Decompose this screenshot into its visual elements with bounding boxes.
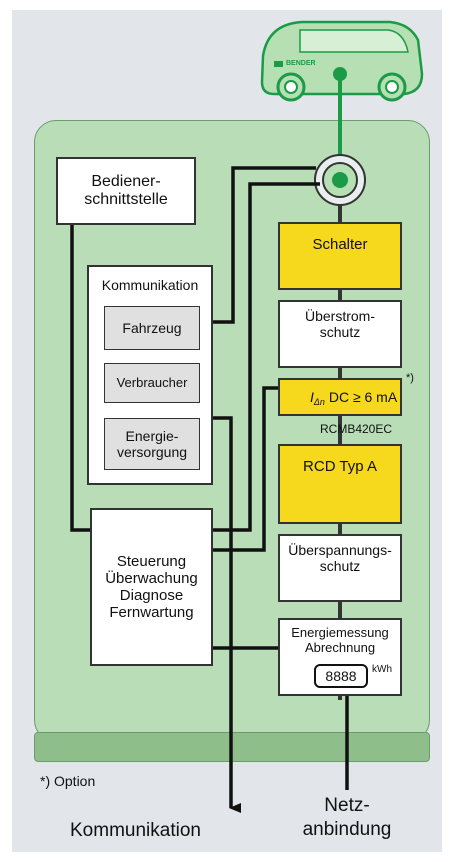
communication-output-label: Kommunikation: [70, 820, 201, 841]
control-line-2: Überwachung: [105, 569, 198, 587]
rcm-footnote-mark: *): [406, 372, 414, 384]
overcurrent-line-2: schutz: [319, 324, 361, 341]
comm-item-label-line-2: versorgung: [116, 444, 188, 460]
switch-box: Schalter: [278, 222, 402, 290]
meter-display: 8888: [314, 664, 368, 688]
control-box: Steuerung Überwachung Diagnose Fernwartu…: [90, 508, 213, 666]
switch-label: Schalter: [312, 236, 368, 253]
grid-connection-label: Netz- anbindung: [300, 794, 394, 842]
option-note: *) Option: [40, 773, 96, 789]
metering-line-2: Abrechnung: [304, 639, 376, 655]
control-line-4: Fernwartung: [109, 604, 194, 622]
user-interface-line-2: schnittstelle: [84, 191, 168, 208]
comm-item-label: Fahrzeug: [122, 319, 182, 336]
rcd-box: RCD Typ A: [278, 444, 402, 524]
comm-item-energieversorgung: Energie- versorgung: [104, 418, 200, 470]
comm-item-fahrzeug: Fahrzeug: [104, 306, 200, 350]
surge-box: Überspannungs- schutz: [278, 534, 402, 602]
control-line-1: Steuerung: [116, 552, 187, 570]
rcm-box: IΔn DC ≥ 6 mA: [278, 378, 402, 416]
metering-line-1: Energiemessung: [291, 625, 389, 640]
rcm-symbol-i: I: [310, 388, 314, 405]
rcm-text: DC ≥ 6 mA: [324, 388, 398, 405]
surge-line-2: schutz: [319, 558, 361, 575]
charging-socket-icon: [314, 154, 366, 206]
grid-line-1: Netz-: [324, 795, 370, 816]
surge-line-1: Überspannungs-: [288, 542, 392, 558]
user-interface-line-1: Bediener-: [91, 172, 161, 190]
rcm-label: IΔn DC ≥ 6 mA: [310, 388, 398, 407]
overcurrent-box: Überstrom- schutz: [278, 300, 402, 368]
rcm-symbol-sub: Δn: [313, 396, 325, 407]
communication-title: Kommunikation: [101, 277, 199, 293]
rcd-label: RCD Typ A: [303, 458, 377, 475]
car-brand-label: BENDER: [286, 60, 316, 67]
comm-item-label: Verbraucher: [116, 374, 188, 390]
user-interface-box: Bediener- schnittstelle: [56, 157, 196, 225]
grid-line-2: anbindung: [302, 818, 392, 840]
comm-item-label-line-1: Energie-: [125, 427, 179, 444]
rcm-device-label: RCMB420EC: [320, 422, 393, 436]
car-icon: [260, 20, 424, 102]
comm-item-verbraucher: Verbraucher: [104, 363, 200, 403]
meter-unit: kWh: [372, 664, 392, 675]
overcurrent-line-1: Überstrom-: [304, 308, 375, 324]
control-line-3: Diagnose: [119, 587, 184, 604]
